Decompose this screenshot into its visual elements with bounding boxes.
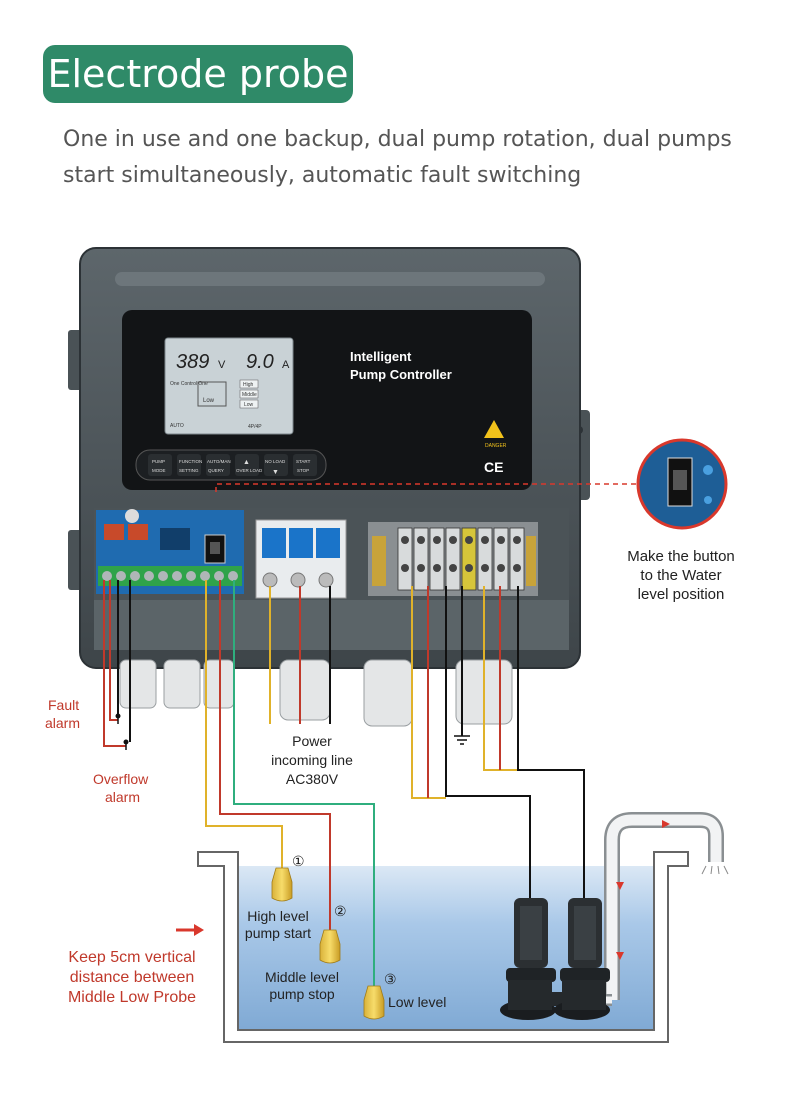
lcd-screen	[164, 337, 294, 435]
key-label-bottom: STOP	[297, 468, 309, 473]
key-up-overload[interactable]: ▲ OVER LOAD	[235, 454, 263, 476]
screen-mode-low: Low	[244, 402, 254, 408]
wire-probe-low	[233, 580, 375, 986]
key-label-bottom: QUERY	[208, 468, 224, 473]
flow-arrow-right	[662, 820, 670, 828]
key-label-bottom: ▼	[272, 469, 279, 476]
arrow-right-icon	[176, 924, 204, 936]
cable-glands	[119, 659, 513, 727]
wire-pump1-black	[445, 586, 531, 898]
subtitle: One in use and one backup, dual pump rot…	[63, 122, 743, 194]
low-level-label: Low level	[388, 994, 446, 1010]
keep-note-line-1: Keep 5cm vertical	[68, 949, 195, 966]
current-unit: A	[282, 359, 290, 371]
probe-low	[363, 985, 385, 1020]
screen-low-tag: Low	[203, 398, 215, 404]
wires	[103, 580, 585, 986]
outlet-spray-icon	[701, 865, 729, 875]
pump-2	[554, 898, 610, 1020]
voltage-unit: V	[218, 359, 226, 371]
switch-zoom	[636, 438, 728, 530]
key-label-top: FUNCTION	[179, 459, 202, 464]
controller-box: 389 V 9.0 A One Control One Low High Mid…	[68, 247, 590, 727]
key-function-setting[interactable]: FUNCTION SETTING	[177, 454, 202, 476]
keep-note-line-2: distance between	[70, 969, 195, 986]
button-note-line-3: level position	[638, 586, 725, 603]
middle-level-line-2: pump stop	[269, 986, 335, 1002]
wire-alarm-red	[103, 580, 126, 747]
overflow-alarm-line-1: Overflow	[93, 771, 149, 787]
danger-label: DANGER	[485, 443, 507, 449]
callout-line	[215, 483, 640, 492]
key-pump-mode[interactable]: PUMP MODE	[148, 454, 172, 476]
power-line-2: incoming line	[271, 752, 353, 768]
wire-probe-middle	[219, 580, 331, 930]
keep-note-line-3: Middle Low Probe	[68, 989, 196, 1006]
wire-probe-high	[205, 580, 283, 868]
alarm-contacts	[115, 713, 129, 750]
subtitle-line-2: start simultaneously, automatic fault sw…	[63, 163, 582, 188]
button-note-line-1: Make the button	[627, 548, 735, 565]
screen-bottom-tag: AUTO	[170, 423, 184, 429]
ground-icon	[454, 735, 470, 745]
power-line-1: Power	[292, 733, 332, 749]
key-noload-down[interactable]: NO LOAD ▼	[264, 454, 288, 476]
middle-level-line-1: Middle level	[265, 969, 339, 985]
probe-num-3: ③	[384, 971, 397, 987]
probe-high	[271, 867, 293, 902]
key-label-bottom: MODE	[152, 468, 166, 473]
labels: Fault alarm Overflow alarm Power incomin…	[45, 548, 735, 1010]
keypad-buttons: PUMP MODE FUNCTION SETTING AUTO/MAN QUER…	[148, 454, 317, 476]
subtitle-line-1: One in use and one backup, dual pump rot…	[63, 127, 732, 152]
current-readout: 9.0	[246, 351, 274, 373]
button-note-line-2: to the Water	[640, 567, 721, 584]
key-label-top: START	[296, 459, 311, 464]
power-line-3: AC380V	[286, 771, 339, 787]
key-label-top: ▲	[243, 459, 250, 466]
key-label-bottom: SETTING	[179, 468, 199, 473]
wire-pump1-yellow	[411, 586, 446, 799]
screen-mode-middle: Middle	[242, 392, 257, 398]
overflow-alarm-line-2: alarm	[105, 789, 140, 805]
screen-left-tag: One Control One	[170, 381, 208, 387]
wire-fault-red	[109, 580, 118, 721]
voltage-readout: 389	[176, 351, 209, 373]
probe-middle	[319, 929, 341, 964]
key-start-stop[interactable]: START STOP	[293, 454, 317, 476]
high-level-line-2: pump start	[245, 925, 311, 941]
flow-arrow-up-1	[616, 882, 624, 890]
controller-name-line-2: Pump Controller	[350, 367, 452, 382]
probe-num-2: ②	[334, 903, 347, 919]
key-auto-query[interactable]: AUTO/MAN QUERY	[206, 454, 231, 476]
key-label-top: PUMP	[152, 459, 165, 464]
key-label-top: AUTO/MAN	[207, 459, 231, 464]
probe-num-1: ①	[292, 853, 305, 869]
key-label-top: NO LOAD	[265, 459, 286, 464]
flow-arrow-up-2	[616, 952, 624, 960]
ce-mark: CE	[484, 459, 503, 475]
key-label-bottom: OVER LOAD	[236, 468, 263, 473]
screen-mode-high: High	[243, 382, 254, 388]
page-title: Electrode probe	[43, 45, 353, 103]
fault-alarm-line-1: Fault	[48, 697, 79, 713]
wire-pump2-yellow	[483, 586, 518, 771]
controller-name-line-1: Intelligent	[350, 349, 412, 364]
tank-wall	[197, 851, 689, 1043]
wire-pump2-black	[517, 586, 585, 898]
fault-alarm-line-2: alarm	[45, 715, 80, 731]
danger-icon	[484, 420, 504, 438]
screen-aux: 4P/4P	[248, 424, 262, 430]
high-level-line-1: High level	[247, 908, 308, 924]
